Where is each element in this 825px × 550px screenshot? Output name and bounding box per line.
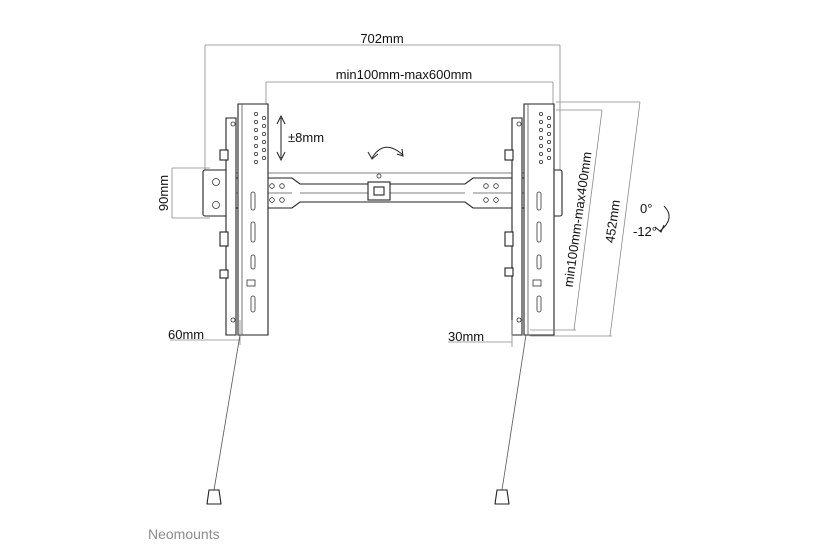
arm-width-label: 60mm xyxy=(168,327,204,342)
arm-length-dimension: 452mm xyxy=(530,101,641,337)
arm-length-label: 452mm xyxy=(602,199,623,244)
wall-distance-label: 30mm xyxy=(448,329,484,344)
wall-plate-height-label: 90mm xyxy=(156,175,171,211)
overall-width-label: 702mm xyxy=(360,31,403,46)
brand-logo: Neomounts xyxy=(148,526,220,542)
rotate-symbol-icon xyxy=(367,146,404,160)
arm-width-dimension: 60mm xyxy=(168,320,241,345)
overall-width-dimension: 702mm xyxy=(204,31,561,175)
tilt-indicator: 0° -12° xyxy=(633,201,670,239)
right-release-cord xyxy=(494,334,527,505)
wall-distance-dimension: 30mm xyxy=(448,320,513,347)
vertical-adjust-label: ±8mm xyxy=(288,130,324,145)
vesa-horizontal-dimension: min100mm-max600mm xyxy=(265,67,554,120)
left-vesa-arm xyxy=(219,103,269,336)
tilt-arc-icon xyxy=(659,205,670,232)
vesa-horizontal-label: min100mm-max600mm xyxy=(336,67,473,82)
vesa-vertical-label: min100mm-max400mm xyxy=(561,151,595,288)
left-release-cord xyxy=(206,334,241,505)
tilt-min-label: -12° xyxy=(633,224,657,239)
right-vesa-arm xyxy=(504,103,555,336)
vertical-adjust-arrow: ±8mm xyxy=(276,114,324,162)
tilt-max-label: 0° xyxy=(640,201,652,216)
wall-plate-height-dimension: 90mm xyxy=(156,167,210,219)
